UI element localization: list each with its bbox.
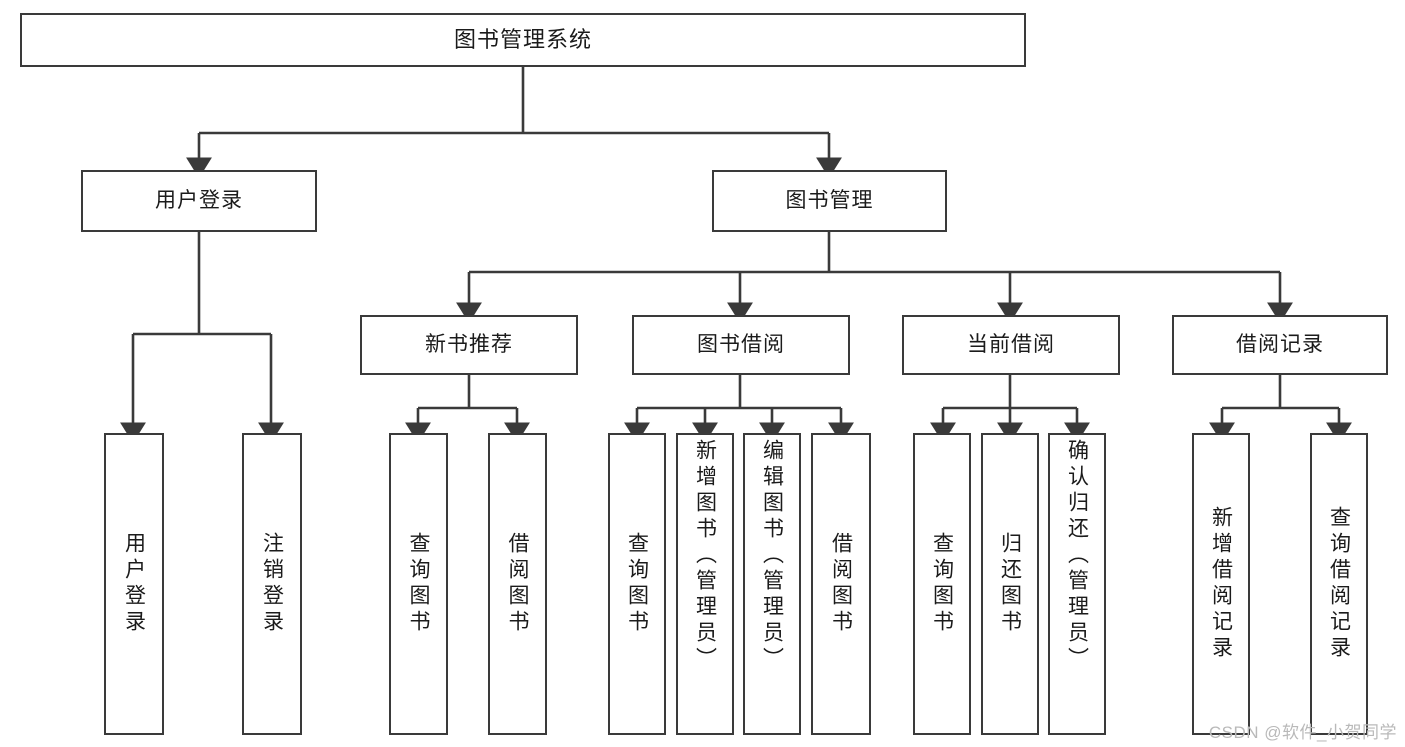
leaf-label: 新增借阅记录 bbox=[1209, 506, 1233, 662]
leaf-label: 借阅图书 bbox=[506, 532, 529, 636]
node-user-login-label: 用户登录 bbox=[155, 188, 243, 212]
leaf-label: 查询图书 bbox=[930, 532, 954, 636]
leaf-label: 用户登录 bbox=[122, 532, 146, 636]
leaf-label: 归还图书 bbox=[998, 532, 1022, 636]
leaf-label: 查询图书 bbox=[407, 532, 430, 636]
leaf-label: 注销登录 bbox=[260, 532, 284, 636]
leaf-user-login-signin[interactable]: 用户登录 bbox=[104, 433, 164, 735]
node-root[interactable]: 图书管理系统 bbox=[20, 13, 1026, 67]
leaf-book-borrow-query[interactable]: 查询图书 bbox=[608, 433, 666, 735]
node-book-management-label: 图书管理 bbox=[785, 188, 874, 212]
leaf-current-borrow-query[interactable]: 查询图书 bbox=[913, 433, 971, 735]
leaf-book-borrow-borrow[interactable]: 借阅图书 bbox=[811, 433, 871, 735]
leaf-book-borrow-edit[interactable]: 编辑图书（管理员） bbox=[743, 433, 801, 735]
leaf-user-login-signout[interactable]: 注销登录 bbox=[242, 433, 302, 735]
node-book-management[interactable]: 图书管理 bbox=[712, 170, 947, 232]
node-borrow-record-label: 借阅记录 bbox=[1236, 332, 1324, 356]
leaf-label: 查询借阅记录 bbox=[1327, 506, 1351, 662]
node-book-borrow-label: 图书借阅 bbox=[697, 332, 785, 356]
leaf-current-borrow-return[interactable]: 归还图书 bbox=[981, 433, 1039, 735]
leaf-new-book-query[interactable]: 查询图书 bbox=[389, 433, 448, 735]
leaf-label: 新增图书（管理员） bbox=[693, 439, 717, 673]
node-book-borrow[interactable]: 图书借阅 bbox=[632, 315, 850, 375]
leaf-borrow-record-add[interactable]: 新增借阅记录 bbox=[1192, 433, 1250, 735]
leaf-new-book-borrow[interactable]: 借阅图书 bbox=[488, 433, 547, 735]
node-user-login[interactable]: 用户登录 bbox=[81, 170, 317, 232]
csdn-watermark: CSDN @软件_小贺同学 bbox=[1208, 723, 1397, 742]
node-root-label: 图书管理系统 bbox=[453, 27, 592, 53]
node-new-book-recommend[interactable]: 新书推荐 bbox=[360, 315, 578, 375]
leaf-label: 编辑图书（管理员） bbox=[760, 439, 784, 673]
node-current-borrow-label: 当前借阅 bbox=[967, 332, 1055, 356]
node-borrow-record[interactable]: 借阅记录 bbox=[1172, 315, 1388, 375]
leaf-label: 借阅图书 bbox=[829, 532, 853, 636]
leaf-book-borrow-add[interactable]: 新增图书（管理员） bbox=[676, 433, 734, 735]
leaf-borrow-record-query[interactable]: 查询借阅记录 bbox=[1310, 433, 1368, 735]
node-current-borrow[interactable]: 当前借阅 bbox=[902, 315, 1120, 375]
node-new-book-recommend-label: 新书推荐 bbox=[425, 332, 513, 356]
leaf-current-borrow-confirm[interactable]: 确认归还（管理员） bbox=[1048, 433, 1106, 735]
leaf-label: 查询图书 bbox=[625, 532, 649, 636]
leaf-label: 确认归还（管理员） bbox=[1065, 439, 1089, 673]
